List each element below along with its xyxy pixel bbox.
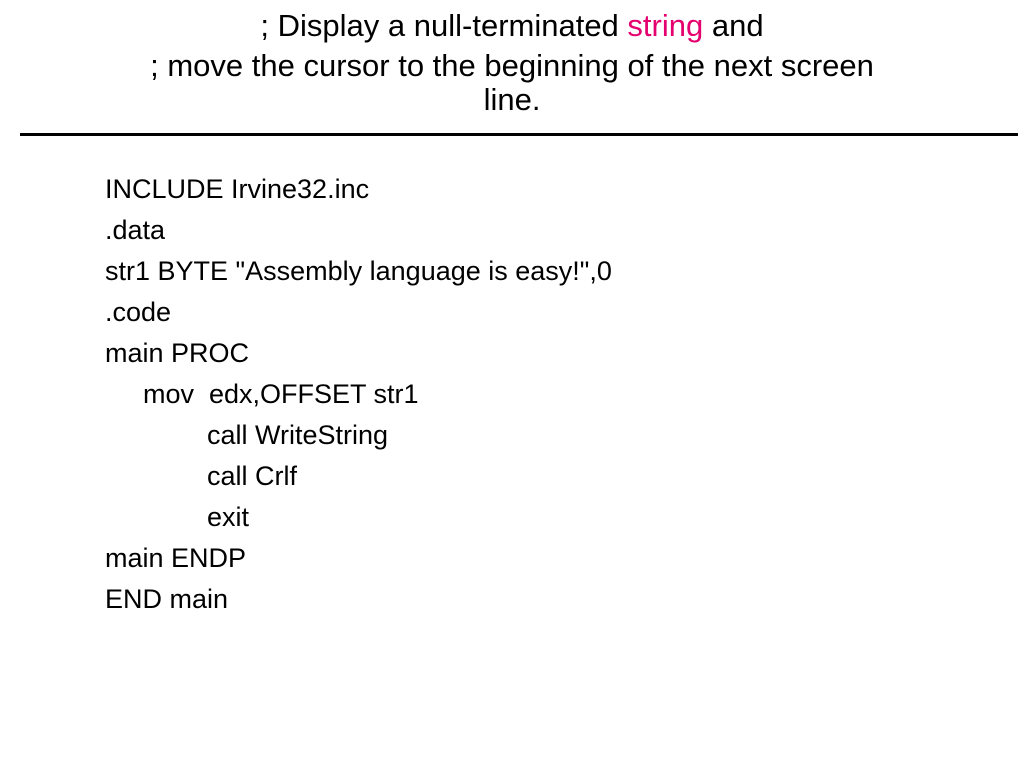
code-line-code-directive: .code	[105, 297, 172, 327]
slide-title: ; Display a null-terminated string and ;…	[16, 6, 1008, 126]
code-line-include: INCLUDE Irvine32.inc	[105, 174, 370, 204]
title-line-1: ; Display a null-terminated string and	[16, 6, 1008, 46]
code-line-main-endp: main ENDP	[105, 543, 247, 573]
code-line-data-directive: .data	[105, 215, 166, 245]
code-line-exit: exit	[207, 502, 250, 532]
title-text-after: and	[703, 8, 764, 43]
code-line-main-proc: main PROC	[105, 338, 250, 368]
code-line-call-crlf: call Crlf	[207, 461, 298, 491]
code-listing: INCLUDE Irvine32.inc .data str1 BYTE "As…	[105, 169, 612, 620]
title-highlight-string: string	[627, 8, 704, 43]
code-line-end-main: END main	[105, 584, 229, 614]
code-line-call-writestring: call WriteString	[207, 420, 389, 450]
title-text-before: ; Display a null-terminated	[260, 8, 628, 43]
title-line-3: line.	[483, 82, 541, 117]
code-line-str1-declaration: str1 BYTE "Assembly language is easy!",0	[105, 256, 612, 286]
code-line-mov: mov edx,OFFSET str1	[143, 379, 419, 409]
title-line-2: ; move the cursor to the beginning of th…	[150, 48, 874, 83]
title-divider	[20, 133, 1018, 136]
